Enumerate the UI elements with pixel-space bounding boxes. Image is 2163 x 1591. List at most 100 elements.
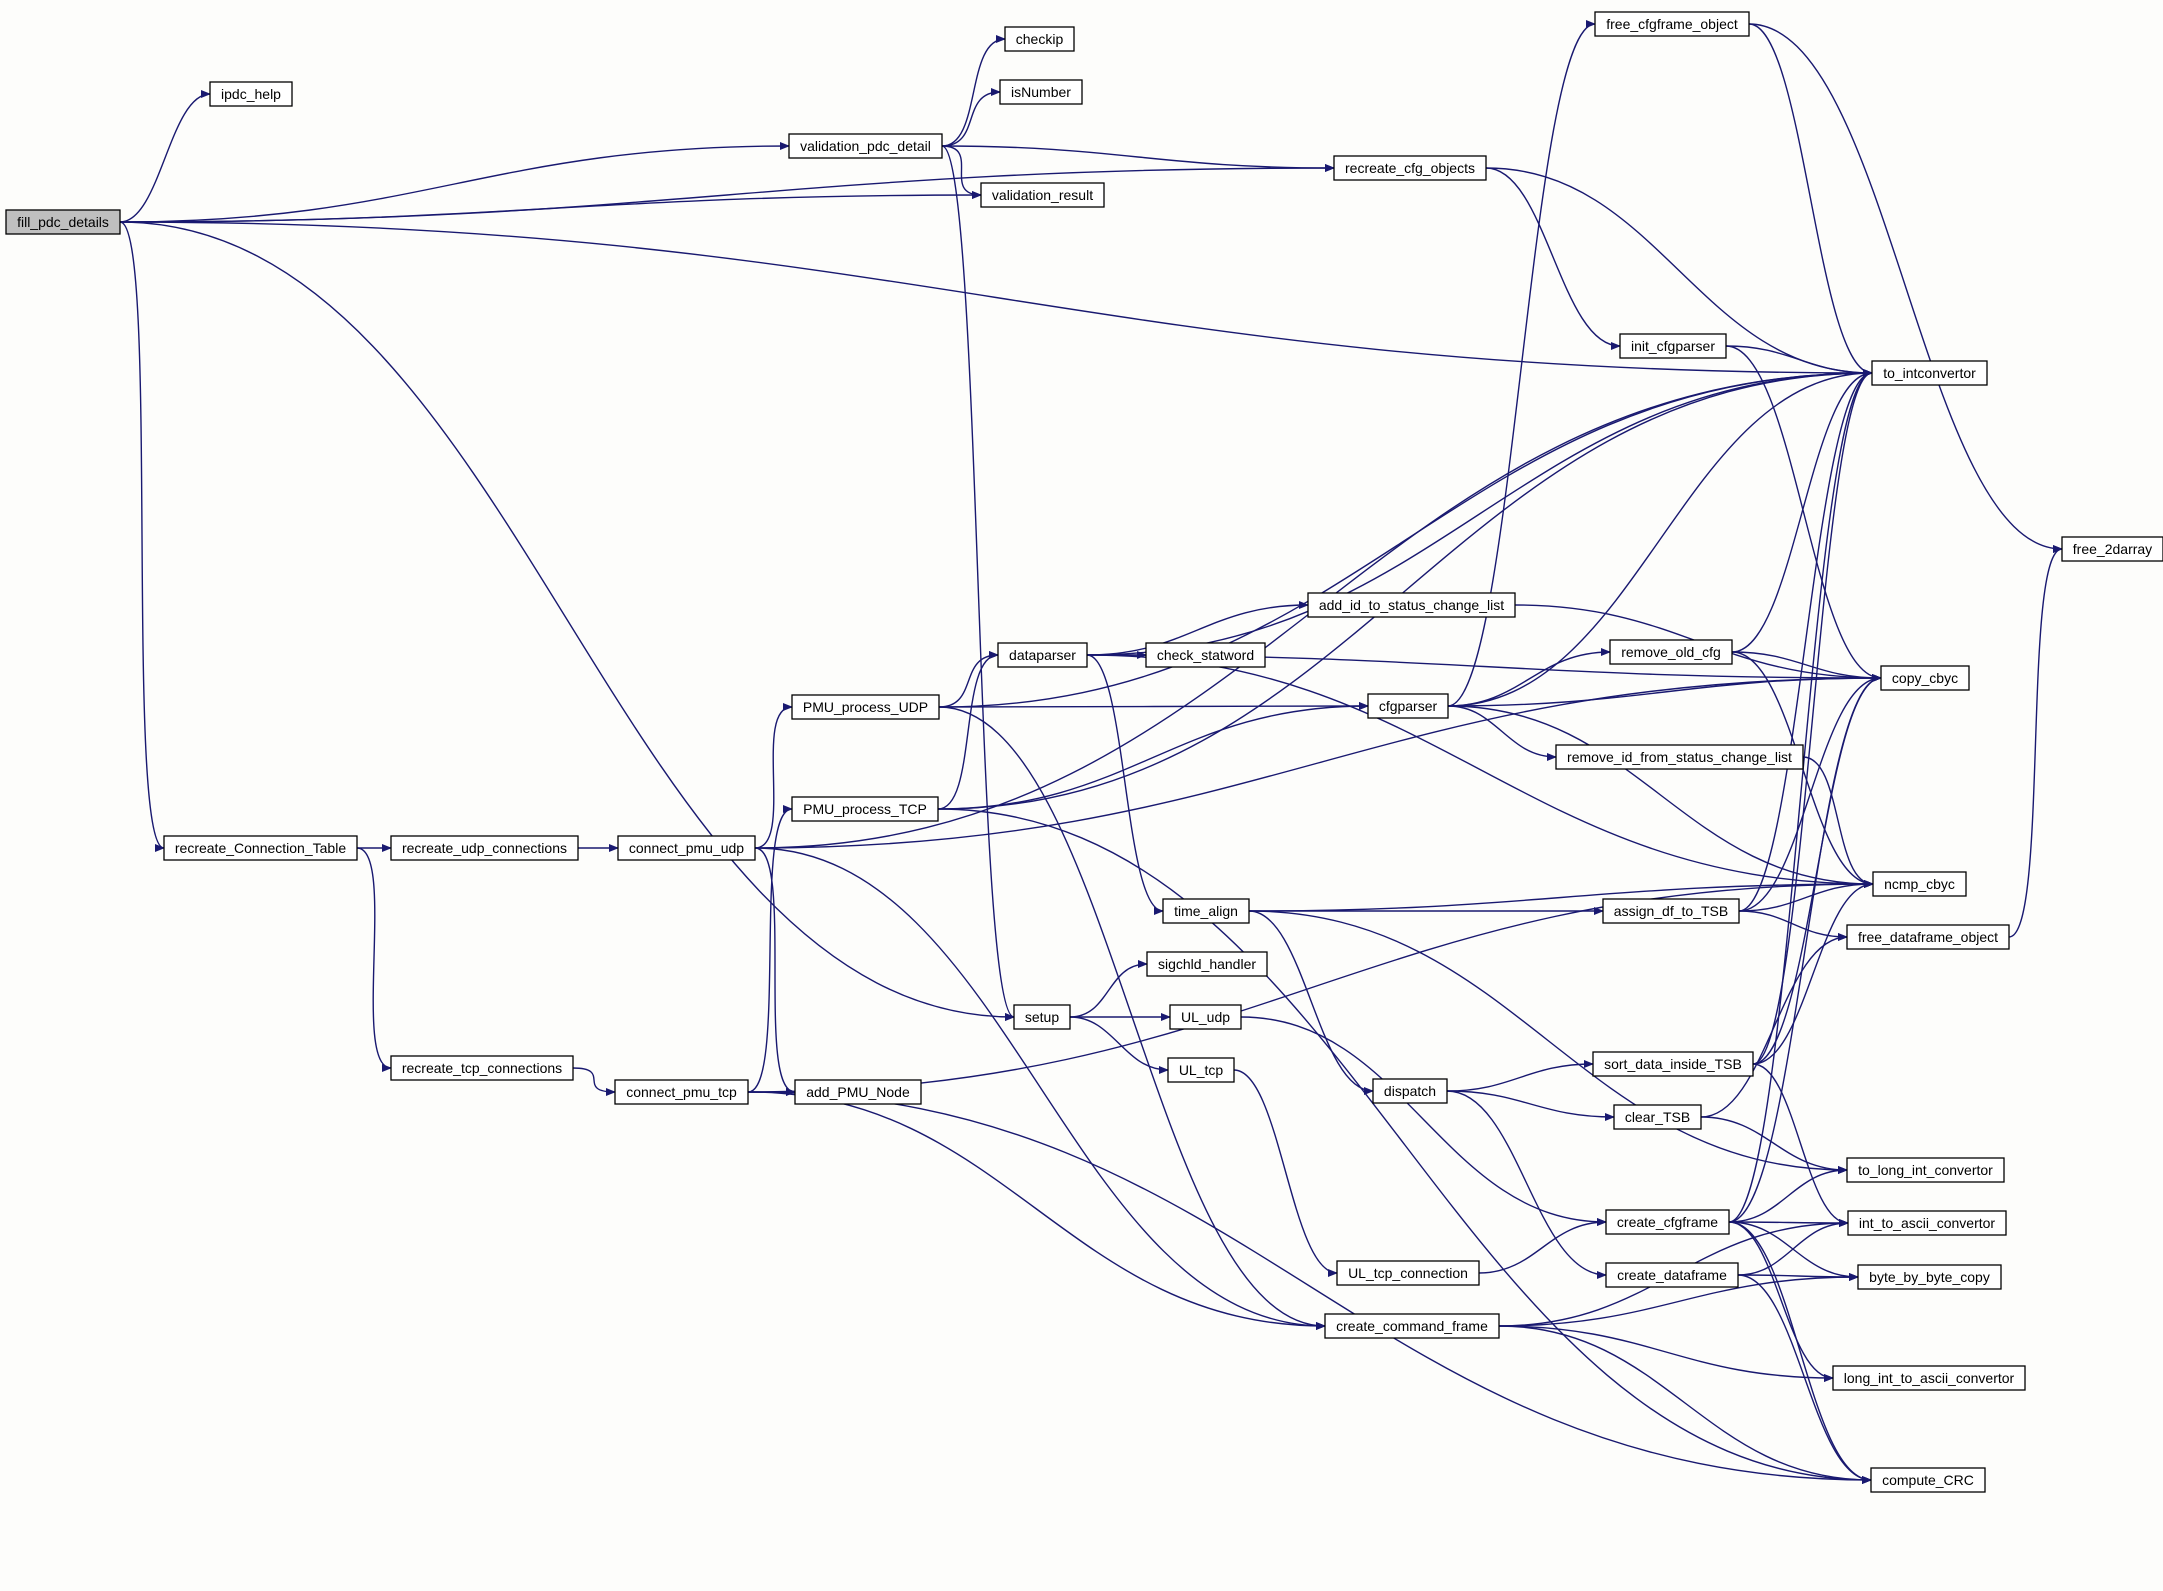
edge-fill_pdc_details-to-to_intconvertor <box>119 221 1873 377</box>
node-setup[interactable]: setup <box>1013 1004 1071 1030</box>
node-remove_old_cfg[interactable]: remove_old_cfg <box>1609 639 1733 665</box>
node-label: connect_pmu_tcp <box>626 1084 737 1100</box>
node-box <box>1602 898 1740 924</box>
edge-fill_pdc_details-to-recreate_Connection_Table <box>119 221 165 852</box>
node-free_2darray[interactable]: free_2darray <box>2061 536 2163 562</box>
edge-dataparser-to-to_intconvertor <box>1086 369 1873 656</box>
node-sigchld_handler[interactable]: sigchld_handler <box>1146 951 1268 977</box>
edge-init_cfgparser-to-copy_cbyc <box>1725 345 1882 682</box>
node-box <box>980 182 1105 208</box>
edge-create_command_frame-to-byte_by_byte_copy <box>1498 1273 1859 1327</box>
node-int_to_ascii_convertor[interactable]: int_to_ascii_convertor <box>1847 1210 2007 1236</box>
node-time_align[interactable]: time_align <box>1162 898 1250 924</box>
node-create_cfgframe[interactable]: create_cfgframe <box>1605 1209 1730 1235</box>
node-label: remove_id_from_status_change_list <box>1567 749 1792 765</box>
node-label: to_intconvertor <box>1883 365 1976 381</box>
node-box <box>1846 924 2010 950</box>
node-box <box>1004 26 1075 52</box>
node-add_PMU_Node[interactable]: add_PMU_Node <box>794 1079 922 1105</box>
edge-PMU_process_TCP-to-to_intconvertor <box>937 369 1873 810</box>
node-label: to_long_int_convertor <box>1858 1162 1993 1178</box>
node-compute_CRC[interactable]: compute_CRC <box>1870 1467 1986 1493</box>
node-free_dataframe_object[interactable]: free_dataframe_object <box>1846 924 2010 950</box>
edge-validation_pdc_detail-to-recreate_cfg_objects <box>941 145 1335 172</box>
edge-sort_data_inside_TSB-to-int_to_ascii_convertor <box>1752 1063 1849 1227</box>
node-box <box>614 1079 749 1105</box>
node-sort_data_inside_TSB[interactable]: sort_data_inside_TSB <box>1592 1051 1754 1077</box>
node-box <box>5 209 121 235</box>
node-label: ipdc_help <box>221 86 281 102</box>
node-box <box>1336 1260 1480 1286</box>
node-PMU_process_UDP[interactable]: PMU_process_UDP <box>791 694 940 720</box>
node-fill_pdc_details[interactable]: fill_pdc_details <box>5 209 121 235</box>
node-copy_cbyc[interactable]: copy_cbyc <box>1880 665 1970 691</box>
node-dispatch[interactable]: dispatch <box>1372 1078 1448 1104</box>
edge-assign_df_to_TSB-to-to_intconvertor <box>1738 369 1873 912</box>
node-recreate_udp_connections[interactable]: recreate_udp_connections <box>390 835 579 861</box>
node-label: byte_by_byte_copy <box>1869 1269 1990 1285</box>
node-check_statword[interactable]: check_statword <box>1145 642 1266 668</box>
edge-connect_pmu_tcp-to-PMU_process_TCP <box>747 805 793 1093</box>
edge-create_dataframe-to-int_to_ascii_convertor <box>1737 1219 1849 1276</box>
node-box <box>1605 1262 1739 1288</box>
node-dataparser[interactable]: dataparser <box>997 642 1088 668</box>
node-add_id_to_status_change_list[interactable]: add_id_to_status_change_list <box>1307 592 1516 618</box>
node-recreate_cfg_objects[interactable]: recreate_cfg_objects <box>1333 155 1487 181</box>
edge-connect_pmu_udp-to-add_PMU_Node <box>754 847 796 1096</box>
node-ipdc_help[interactable]: ipdc_help <box>209 81 293 107</box>
node-connect_pmu_tcp[interactable]: connect_pmu_tcp <box>614 1079 749 1105</box>
node-cfgparser[interactable]: cfgparser <box>1367 693 1449 719</box>
node-label: PMU_process_UDP <box>803 699 928 715</box>
edge-assign_df_to_TSB-to-ncmp_cbyc <box>1738 880 1874 912</box>
node-box <box>1605 1209 1730 1235</box>
edge-connect_pmu_tcp-to-compute_CRC <box>747 1091 1872 1484</box>
node-label: int_to_ascii_convertor <box>1859 1215 1996 1231</box>
edge-UL_tcp_connection-to-create_cfgframe <box>1478 1218 1607 1274</box>
edge-fill_pdc_details-to-validation_pdc_detail <box>119 142 790 223</box>
node-recreate_tcp_connections[interactable]: recreate_tcp_connections <box>390 1055 574 1081</box>
node-box <box>1013 1004 1071 1030</box>
node-box <box>1367 693 1449 719</box>
node-box <box>1324 1313 1500 1339</box>
node-validation_result[interactable]: validation_result <box>980 182 1105 208</box>
node-assign_df_to_TSB[interactable]: assign_df_to_TSB <box>1602 898 1740 924</box>
node-free_cfgframe_object[interactable]: free_cfgframe_object <box>1594 11 1750 37</box>
edge-validation_pdc_detail-to-setup <box>941 145 1015 1021</box>
node-box <box>1555 744 1804 770</box>
node-PMU_process_TCP[interactable]: PMU_process_TCP <box>791 796 939 822</box>
edge-create_cfgframe-to-compute_CRC <box>1728 1221 1872 1484</box>
edge-create_cfgframe-to-long_int_to_ascii_convertor <box>1728 1221 1834 1382</box>
node-UL_tcp[interactable]: UL_tcp <box>1167 1057 1235 1083</box>
node-UL_udp[interactable]: UL_udp <box>1169 1004 1242 1030</box>
edge-PMU_process_UDP-to-to_intconvertor <box>938 369 1873 708</box>
edge-layer <box>119 20 2063 1484</box>
edge-clear_TSB-to-free_dataframe_object <box>1700 933 1848 1118</box>
edge-time_align-to-ncmp_cbyc <box>1248 880 1874 912</box>
node-ncmp_cbyc[interactable]: ncmp_cbyc <box>1872 871 1967 897</box>
node-label: dispatch <box>1384 1083 1436 1099</box>
node-to_long_int_convertor[interactable]: to_long_int_convertor <box>1846 1157 2005 1183</box>
node-byte_by_byte_copy[interactable]: byte_by_byte_copy <box>1857 1264 2002 1290</box>
node-to_intconvertor[interactable]: to_intconvertor <box>1871 360 1988 386</box>
node-validation_pdc_detail[interactable]: validation_pdc_detail <box>788 133 943 159</box>
node-create_dataframe[interactable]: create_dataframe <box>1605 1262 1739 1288</box>
node-clear_TSB[interactable]: clear_TSB <box>1613 1104 1702 1130</box>
edge-create_cfgframe-to-byte_by_byte_copy <box>1728 1221 1859 1281</box>
node-connect_pmu_udp[interactable]: connect_pmu_udp <box>617 835 756 861</box>
edge-cfgparser-to-free_cfgframe_object <box>1447 20 1596 707</box>
node-long_int_to_ascii_convertor[interactable]: long_int_to_ascii_convertor <box>1832 1365 2026 1391</box>
node-UL_tcp_connection[interactable]: UL_tcp_connection <box>1336 1260 1480 1286</box>
node-checkip[interactable]: checkip <box>1004 26 1075 52</box>
node-recreate_Connection_Table[interactable]: recreate_Connection_Table <box>163 835 358 861</box>
node-box <box>1613 1104 1702 1130</box>
node-create_command_frame[interactable]: create_command_frame <box>1324 1313 1500 1339</box>
edge-recreate_cfg_objects-to-init_cfgparser <box>1485 167 1621 350</box>
node-init_cfgparser[interactable]: init_cfgparser <box>1619 333 1727 359</box>
edge-validation_pdc_detail-to-validation_result <box>941 145 982 199</box>
node-isNumber[interactable]: isNumber <box>999 79 1083 105</box>
node-box <box>1146 951 1268 977</box>
node-box <box>1162 898 1250 924</box>
node-remove_id_from_status_change_list[interactable]: remove_id_from_status_change_list <box>1555 744 1804 770</box>
edge-assign_df_to_TSB-to-free_dataframe_object <box>1738 910 1848 941</box>
